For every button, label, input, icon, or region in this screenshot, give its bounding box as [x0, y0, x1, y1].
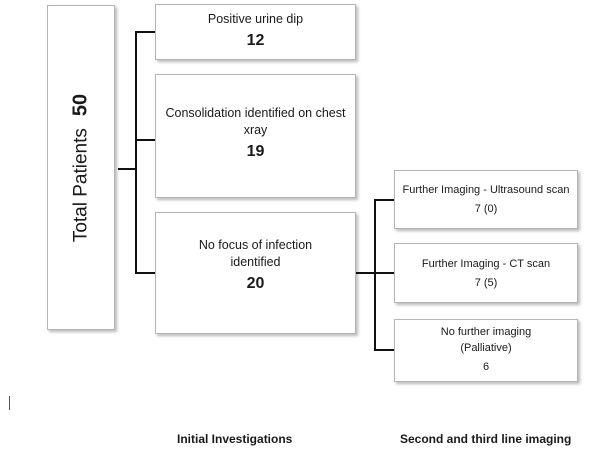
no-further-imaging-label: No further imaging (Palliative) [440, 326, 532, 354]
heading-initial-investigations: Initial Investigations [177, 432, 293, 446]
connector-no-focus-to-trunk [356, 272, 375, 274]
connector-to-no-focus [135, 272, 155, 274]
total-patients-box: Total Patients 50 [47, 5, 115, 330]
urine-dip-label: Positive urine dip [207, 12, 304, 26]
no-focus-label: No focus of infection identified [198, 238, 313, 269]
connector-to-ultrasound [374, 199, 394, 201]
connector-to-ct [374, 272, 394, 274]
ultrasound-label: Further Imaging - Ultrasound scan [402, 184, 570, 196]
ct-scan-label: Further Imaging - CT scan [421, 258, 551, 270]
connector-trunk-vertical [135, 31, 137, 273]
connector-root-to-trunk [118, 168, 136, 170]
ultrasound-box: Further Imaging - Ultrasound scan 7 (0) [394, 170, 578, 229]
total-patients-label: Total Patients [70, 127, 91, 242]
total-patients-value: 50 [69, 93, 92, 116]
connector-to-no-further [374, 349, 394, 351]
heading-second-third-line-imaging: Second and third line imaging [400, 432, 572, 446]
ct-scan-box: Further Imaging - CT scan 7 (5) [394, 243, 578, 303]
urine-dip-box: Positive urine dip 12 [155, 4, 356, 60]
consolidation-label: Consolidation identified on chest xray [165, 106, 346, 137]
connector-to-urine-dip [135, 31, 155, 33]
no-focus-box: No focus of infection identified 20 [155, 212, 356, 334]
no-further-imaging-value: 6 [482, 361, 490, 373]
no-focus-value: 20 [246, 275, 265, 292]
stray-mark [9, 396, 10, 410]
urine-dip-value: 12 [246, 32, 265, 49]
no-further-imaging-box: No further imaging (Palliative) 6 [394, 319, 578, 382]
ultrasound-value: 7 (0) [474, 203, 498, 215]
consolidation-box: Consolidation identified on chest xray 1… [155, 74, 356, 198]
connector-branch-vertical [374, 199, 376, 351]
connector-to-consolidation [135, 139, 155, 141]
consolidation-value: 19 [246, 143, 265, 160]
ct-scan-value: 7 (5) [474, 277, 498, 289]
